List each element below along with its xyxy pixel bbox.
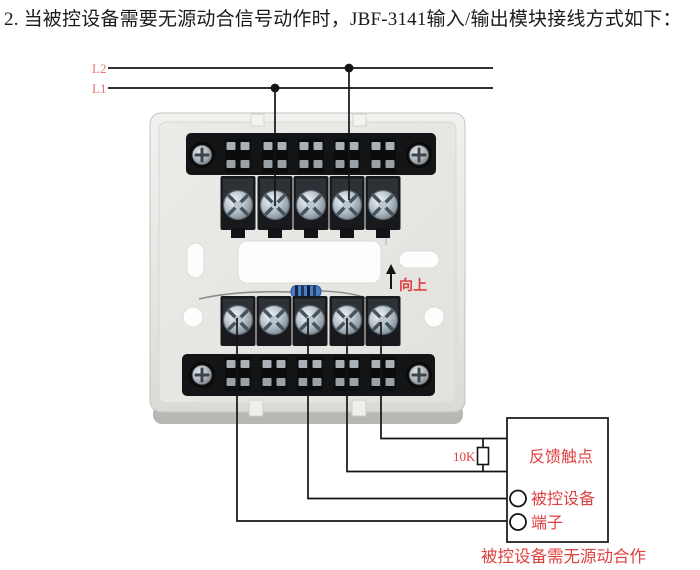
terminal-top-5: [363, 174, 403, 240]
module-right-hole: [423, 306, 445, 328]
terminal-top-1: [218, 174, 258, 240]
resistor-value-label: 10K: [453, 449, 476, 464]
wire-terminal3-to-device-circle: [307, 318, 511, 500]
terminal-top-3: [291, 174, 331, 240]
strip-screw: [404, 360, 434, 390]
strip-screw: [187, 360, 217, 390]
device-terminal-circle-1: [509, 489, 527, 508]
module-top-notch: [352, 113, 367, 127]
page-title: 2. 当被控设备需要无源动合信号动作时，JBF-3141输入/输出模块接线方式如…: [4, 9, 682, 30]
device-terminal-circle-2: [509, 513, 527, 531]
junction-dot-l1: [270, 83, 280, 93]
strip-screw: [187, 140, 217, 170]
feedback-contact-label: 反馈触点: [529, 448, 593, 466]
orientation-label: 向上: [399, 277, 427, 294]
wire-terminal1-to-terminal-circle: [236, 318, 511, 522]
terminal-bottom-5: [363, 294, 403, 348]
up-arrow-head: [386, 264, 396, 274]
controlled-device-label: 被控设备: [531, 490, 595, 508]
terminal-label: 端子: [531, 514, 563, 532]
terminal-bottom-1: [218, 294, 258, 348]
wire-terminal4-to-feedback: [346, 318, 513, 473]
module-right-slot: [398, 250, 440, 269]
upper-terminal-strip: [186, 133, 436, 240]
module-left-hole: [182, 306, 204, 328]
terminal-top-4: [327, 174, 367, 240]
strip-screw: [404, 140, 434, 170]
l2-label: L2: [92, 61, 106, 76]
terminal-bottom-3: [290, 294, 330, 348]
resistor-10k-symbol: [476, 446, 490, 466]
l1-label: L1: [92, 81, 106, 96]
module-center-cutout: [237, 240, 382, 284]
module-top-notch: [250, 113, 265, 127]
junction-dot-l2: [344, 63, 354, 73]
wiring: [108, 67, 513, 522]
module-bottom-tab: [248, 399, 264, 417]
wire-terminal5-to-feedback: [380, 322, 513, 440]
caption: 被控设备需无源动合作: [481, 547, 646, 566]
module-bottom-tab: [351, 399, 367, 417]
terminal-bottom-2: [254, 294, 294, 348]
module-left-slot: [186, 242, 205, 279]
